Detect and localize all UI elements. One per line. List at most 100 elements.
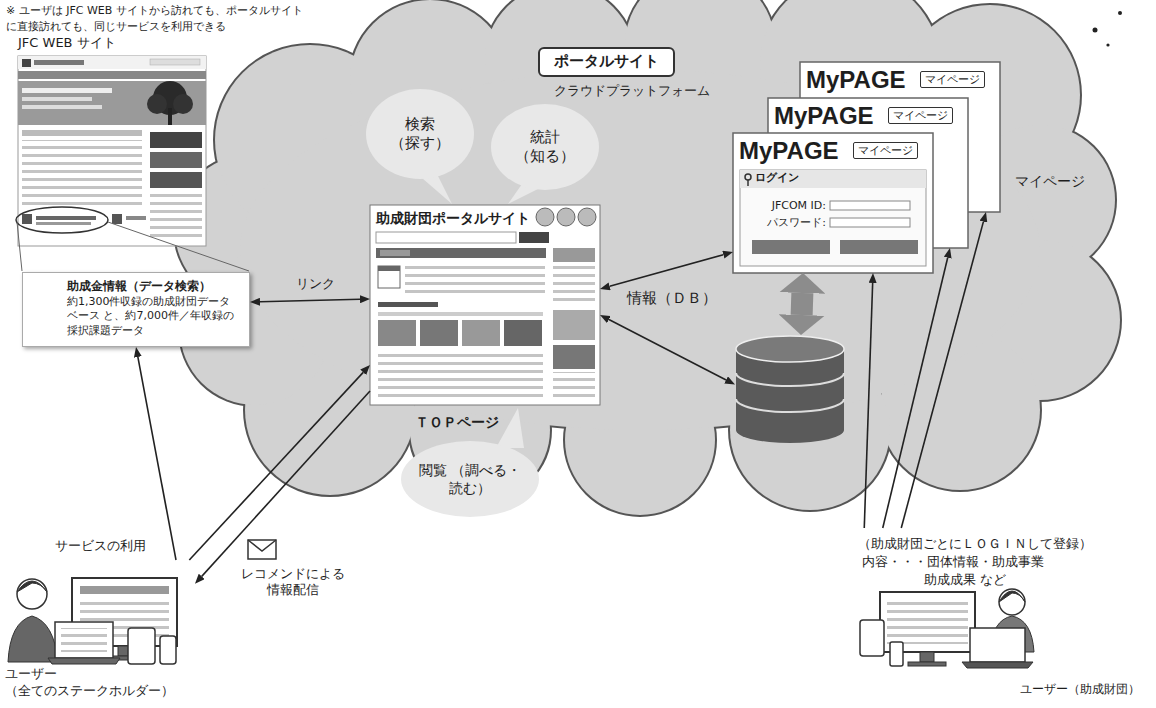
portal-screenshot bbox=[376, 232, 516, 243]
mypage-card: MyPAGEマイページログインJFCOM ID:パスワード: bbox=[733, 133, 933, 273]
flow-label: サービスの利用 bbox=[55, 538, 146, 555]
cylinder-band bbox=[736, 373, 844, 386]
user-illustration bbox=[920, 652, 934, 662]
mypage-logo: MyPAGE bbox=[774, 100, 874, 131]
website-screenshot bbox=[36, 216, 96, 220]
website-screenshot bbox=[22, 88, 112, 93]
db-label: 情報（ＤＢ） bbox=[627, 289, 717, 309]
portal-screenshot bbox=[553, 345, 595, 369]
connector-arrow bbox=[609, 320, 726, 380]
cloud-dots bbox=[1093, 28, 1098, 33]
website-screenshot bbox=[16, 56, 249, 271]
field-label: JFCOM ID: bbox=[736, 199, 826, 213]
cylinder-outline bbox=[735, 335, 845, 445]
portal-screenshot bbox=[378, 312, 543, 316]
portal-screenshot bbox=[557, 208, 575, 226]
portal-screenshot bbox=[376, 248, 546, 258]
connector-arrow bbox=[202, 391, 370, 576]
user-illustration bbox=[48, 658, 120, 664]
user-illustration bbox=[17, 581, 47, 592]
login-form bbox=[752, 240, 830, 254]
user-figure: ユーザー（助成財団） bbox=[855, 528, 1040, 698]
mypage-logo: MyPAGE bbox=[739, 135, 839, 166]
website-screenshot bbox=[150, 132, 202, 148]
website-screenshot bbox=[18, 71, 206, 79]
user-illustration bbox=[999, 589, 1025, 615]
login-form bbox=[830, 201, 910, 210]
field-label: パスワード: bbox=[736, 216, 826, 230]
envelope-icon bbox=[248, 540, 276, 551]
user-label: ユーザー（助成財団） bbox=[1020, 682, 1140, 697]
double-arrow bbox=[791, 293, 814, 315]
login-heading: ログイン bbox=[755, 171, 799, 185]
site-title: JFC WEB サイト bbox=[18, 35, 116, 52]
bubble-text: 統計 （知る） bbox=[510, 128, 580, 167]
website-screenshot bbox=[34, 60, 84, 65]
user-illustration bbox=[887, 599, 968, 644]
cloud-dots bbox=[1118, 11, 1122, 15]
cylinder-top bbox=[736, 336, 844, 362]
website-screenshot bbox=[126, 216, 146, 220]
bubble-text: 検索 （探す） bbox=[385, 115, 455, 154]
website-screenshot bbox=[22, 97, 92, 101]
portal-title-box: ポータルサイトクラウドプラットフォーム bbox=[538, 47, 675, 77]
website-screenshot bbox=[22, 214, 32, 224]
user-figure: ユーザー （全てのステークホルダー） bbox=[5, 560, 195, 700]
bubble-shape bbox=[366, 89, 474, 179]
speech-bubble: 閲覧 （調べる・読む） bbox=[400, 440, 540, 518]
website-screenshot bbox=[147, 94, 167, 114]
portal-title: ポータルサイト bbox=[554, 52, 659, 72]
portal-screenshot bbox=[462, 320, 500, 346]
user-illustration bbox=[962, 662, 1033, 668]
connector-arrow bbox=[610, 255, 724, 287]
bubble-shape bbox=[401, 441, 539, 517]
website-screenshot bbox=[22, 59, 31, 67]
screen-title: 助成財団ポータルサイト bbox=[376, 209, 530, 227]
portal-screenshot bbox=[405, 266, 545, 296]
note-text: （助成財団ごとにＬＯＧＩＮして登録） bbox=[858, 536, 1092, 552]
portal-screenshot bbox=[380, 250, 410, 256]
website-screenshot bbox=[22, 140, 142, 206]
note-text: ※ ユーザは JFC WEB サイトから訪れても、ポータルサイト に直接訪れても… bbox=[6, 3, 306, 35]
envelope-icon bbox=[248, 540, 276, 559]
login-form bbox=[747, 180, 749, 186]
user-illustration bbox=[999, 591, 1025, 602]
login-form bbox=[745, 174, 751, 180]
portal-screenshot bbox=[553, 248, 595, 262]
user-illustration bbox=[80, 586, 169, 594]
portal-screenshot bbox=[378, 352, 543, 398]
bubble-text: 閲覧 （調べる・読む） bbox=[410, 461, 530, 497]
connector-arrow bbox=[138, 357, 176, 560]
user-illustration bbox=[55, 622, 113, 658]
portal-screenshot bbox=[553, 310, 595, 340]
database-cylinder: 情報（ＤＢ） bbox=[735, 335, 845, 445]
bubble-outline bbox=[400, 440, 540, 518]
envelope-icon bbox=[248, 540, 276, 559]
cloud-dots bbox=[1106, 43, 1109, 46]
edge-label: レコメンドによる 情報配信 bbox=[238, 566, 348, 599]
user-illustration bbox=[908, 662, 946, 666]
login-form bbox=[830, 218, 910, 227]
user-illustration bbox=[8, 578, 177, 664]
cloud-outline bbox=[175, 0, 1120, 515]
user-illustration bbox=[160, 636, 176, 664]
website-screenshot bbox=[36, 222, 91, 225]
portal-screenshot bbox=[578, 208, 596, 226]
website-screenshot bbox=[18, 56, 206, 69]
edge-label: リンク bbox=[285, 276, 345, 293]
portal-screenshot bbox=[378, 266, 400, 288]
website-screenshot bbox=[150, 172, 202, 188]
website-screenshot bbox=[16, 207, 108, 233]
website-screenshot bbox=[17, 222, 22, 271]
portal-screenshot bbox=[378, 302, 438, 307]
portal-screenshot bbox=[378, 320, 416, 346]
user-illustration bbox=[890, 642, 903, 666]
cylinder-band bbox=[736, 399, 844, 412]
portal-screenshot bbox=[553, 266, 595, 306]
connector-arrow bbox=[260, 299, 360, 302]
user-label: ユーザー （全てのステークホルダー） bbox=[5, 666, 190, 700]
website-screenshot bbox=[22, 130, 142, 136]
